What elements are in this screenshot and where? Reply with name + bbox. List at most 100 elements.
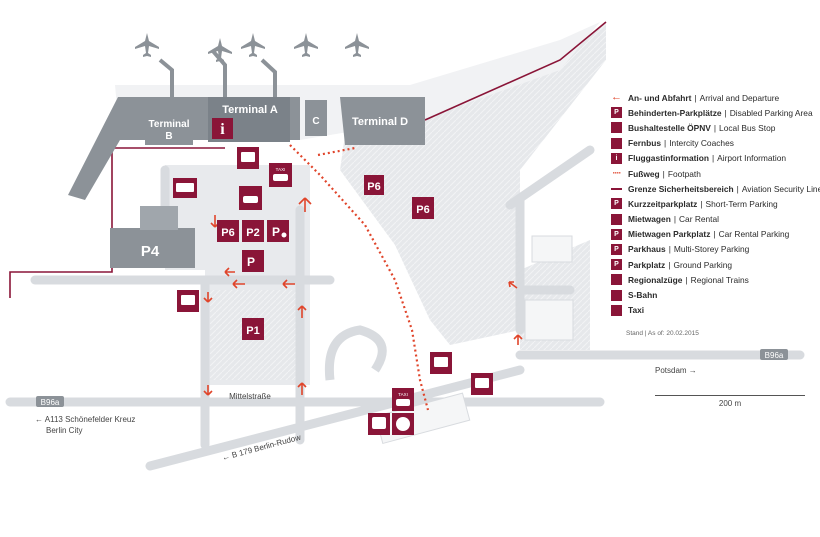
p6-marker-2-label: P6 [416, 204, 429, 216]
b96a-shield-left [36, 396, 64, 407]
potsdam-label: Potsdam → [655, 366, 697, 375]
legend-separator: | [713, 122, 717, 133]
arrival-departure-arrows [203, 197, 523, 396]
legend-item: P Mietwagen Parkplatz|Car Rental Parking [611, 227, 817, 242]
legend-item-de: Fluggastinformation [628, 153, 709, 164]
car-rental-parking-marker [242, 250, 264, 272]
mittelstrasse-label: Mittelstraße [229, 392, 271, 401]
terminal-b-label-line2: B [165, 131, 172, 142]
legend-item-de: Parkhaus [628, 244, 666, 255]
roundabout-road [324, 325, 387, 381]
scale-bar-line [655, 395, 805, 396]
legend-item-en: Multi-Storey Parking [673, 244, 750, 255]
legend-item-de: S-Bahn [628, 290, 658, 301]
a113-label-line2: Berlin City [46, 426, 82, 435]
legend-item: Grenze Sicherheitsbereich|Aviation Secur… [611, 181, 820, 196]
p6-marker-2 [412, 197, 434, 219]
p6-marker-1 [364, 175, 384, 195]
taxi-marker-station-label: TAXI [398, 392, 408, 397]
footpath-branch [317, 146, 356, 157]
s-bahn-icon [611, 289, 622, 301]
legend-item: ····Fußweg|Footpath [611, 166, 817, 181]
b96a-shield-right-label: B96a [765, 351, 784, 360]
eastern-parking-area [340, 22, 606, 345]
legend-item-en: Car Rental [679, 214, 720, 225]
car-rental-parking-icon: P [611, 228, 622, 240]
car-rental-parking-letter: P [247, 255, 255, 269]
legend-item-en: Short-Term Parking [705, 198, 778, 209]
footpath [289, 144, 430, 411]
b96a-shield-right [760, 349, 788, 360]
legend-item-en: Car Rental Parking [718, 229, 790, 240]
p4-label: P4 [141, 243, 160, 260]
legend-item-en: Regional Trains [690, 274, 749, 285]
terminal-d-label: Terminal D [352, 116, 408, 128]
legend-separator: | [685, 274, 688, 285]
legend-item-de: Mietwagen [628, 214, 671, 225]
short-term-parking-icon: P [611, 198, 622, 210]
legend-item-de: Behinderten-Parkplätze [628, 107, 722, 118]
terminal-b-label-line1: Terminal [149, 119, 190, 130]
legend-item-de: Mietwagen Parkplatz [628, 229, 711, 240]
legend-separator: | [724, 107, 727, 118]
legend-separator: | [713, 229, 716, 240]
coach-icon [611, 137, 622, 149]
legend-item-de: Bushaltestelle ÖPNV [628, 122, 711, 133]
legend-item-de: Fußweg [628, 168, 660, 179]
legend-item-en: Disabled Parking Area [729, 107, 813, 118]
aircraft-icons [135, 33, 369, 97]
info-marker [212, 118, 233, 139]
legend-separator: | [668, 244, 671, 255]
parking-markers: P6 P6 P6 P2 P P P1 [217, 175, 434, 340]
transport-markers: TAXI TAXI [173, 147, 493, 435]
legend-item-en: Aviation Security Line [741, 183, 820, 194]
legend-date: Stand | As of: 20.02.2015 [626, 330, 699, 337]
p6-marker-1-label: P6 [367, 181, 380, 193]
aviation-security-line [9, 147, 225, 298]
short-term-clock [281, 232, 287, 238]
legend-separator: | [664, 138, 667, 149]
info-marker-label: i [220, 121, 225, 138]
legend-item: ←An- und Abfahrt|Arrival and Departure [611, 90, 817, 105]
scale-bar: 200 m [655, 395, 805, 408]
terminal-a-label: Terminal A [222, 104, 278, 116]
legend-item-en: Local Bus Stop [719, 122, 776, 133]
taxi-icon [611, 304, 622, 316]
arrow-left-icon: ← [611, 91, 622, 104]
legend-separator: | [673, 214, 676, 225]
regional-train-icon [611, 274, 622, 286]
a113-label-line1: ← A113 Schönefelder Kreuz [35, 415, 135, 424]
legend-item-de: Fernbus [628, 138, 662, 149]
legend-item-en: Airport Information [717, 153, 787, 164]
legend-item-en: Footpath [667, 168, 701, 179]
car-rental-icon [611, 213, 622, 225]
bus-icon [611, 122, 622, 134]
legend-item-en: Ground Parking [673, 259, 733, 270]
legend-item: Regionalzüge|Regional Trains [611, 272, 817, 287]
disabled-parking-icon: P [611, 107, 622, 119]
legend-item-de: Taxi [628, 305, 645, 316]
b96a-shield-left-label: B96a [41, 398, 60, 407]
taxi-marker-terminal-label: TAXI [276, 167, 286, 172]
short-term-parking-letter: P [272, 225, 280, 239]
legend-item: S-Bahn [611, 287, 817, 302]
p2-marker [242, 220, 264, 242]
legend-item: Mietwagen|Car Rental [611, 212, 817, 227]
legend-item-de: Regionalzüge [628, 274, 683, 285]
legend-item-de: Parkplatz [628, 259, 666, 270]
p1-marker [242, 318, 264, 340]
scale-bar-label: 200 m [718, 399, 742, 408]
legend-separator: | [711, 153, 715, 164]
legend-separator: | [736, 183, 739, 194]
p6-disabled-marker [217, 220, 239, 242]
legend-item-de: Kurzzeitparkplatz [628, 198, 698, 209]
legend-item: Taxi [611, 303, 817, 318]
info-icon: i [611, 152, 622, 164]
legend-item: i Fluggastinformation|Airport Information [611, 151, 817, 166]
